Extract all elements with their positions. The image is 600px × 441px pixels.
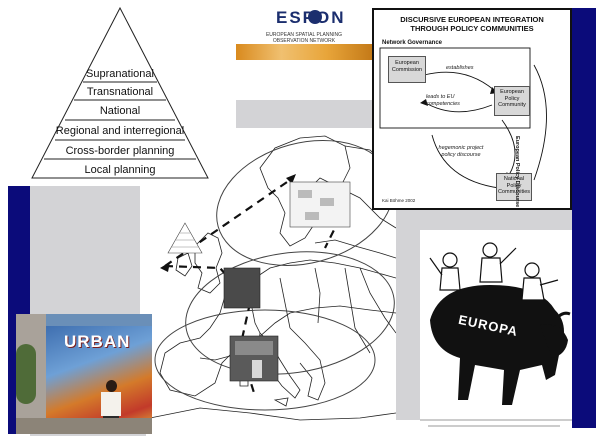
urban-mural-text: URBAN (64, 332, 131, 351)
pyramid-level-local: Local planning (84, 164, 156, 176)
pyramid-level-cross-border: Cross-border planning (65, 145, 175, 157)
box-european-commission: European Commission (388, 56, 426, 83)
box-national-policy-communities: National Policy Communities (496, 173, 532, 201)
label-leads-to: leads to EU competencies (426, 94, 460, 107)
pyramid-level-national: National (99, 105, 141, 117)
governance-pyramid: Supranational Transnational National Reg… (30, 6, 210, 184)
gray-backdrop-top (236, 100, 372, 130)
photo-tree (16, 344, 36, 404)
espon-star-icon (308, 10, 322, 24)
urban-photo: URBAN (16, 314, 152, 434)
pyramid-outline (31, 6, 209, 179)
espon-logo-panel: ESPON EUROPEAN SPATIAL PLANNING OBSERVAT… (236, 4, 372, 60)
europe-map-svg (149, 135, 397, 421)
policy-discourse-side-label: European Policy Discourse (514, 136, 520, 208)
europa-bull-cartoon: EUROPA (420, 230, 572, 436)
pyramid-level-transnational: Transnational (86, 86, 154, 98)
label-hegemonic: hegemonic project policy discourse (438, 145, 484, 158)
photo-ground (16, 418, 152, 434)
label-establishes: establishes (446, 65, 474, 71)
diagram-title-line2: THROUGH POLICY COMMUNITIES (410, 24, 534, 33)
network-governance-label: Network Governance (382, 40, 443, 46)
navy-backdrop-right (572, 8, 596, 428)
pyramid-level-regional: Regional and interregional (55, 125, 185, 137)
box-european-policy-community: European Policy Community (494, 86, 530, 116)
discursive-integration-diagram: DISCURSIVE EUROPEAN INTEGRATION THROUGH … (372, 8, 572, 210)
diagram-arrows (379, 47, 547, 189)
photo-mural (46, 326, 152, 434)
diagram-credit: Kai Böhme 2002 (382, 198, 416, 203)
espon-color-band (236, 44, 372, 60)
espon-subtitle: EUROPEAN SPATIAL PLANNING OBSERVATION NE… (265, 32, 343, 44)
diagram-title-line1: DISCURSIVE EUROPEAN INTEGRATION (400, 15, 544, 24)
cartoon-drawing (420, 242, 572, 427)
pyramid-level-supranational: Supranational (86, 68, 154, 80)
